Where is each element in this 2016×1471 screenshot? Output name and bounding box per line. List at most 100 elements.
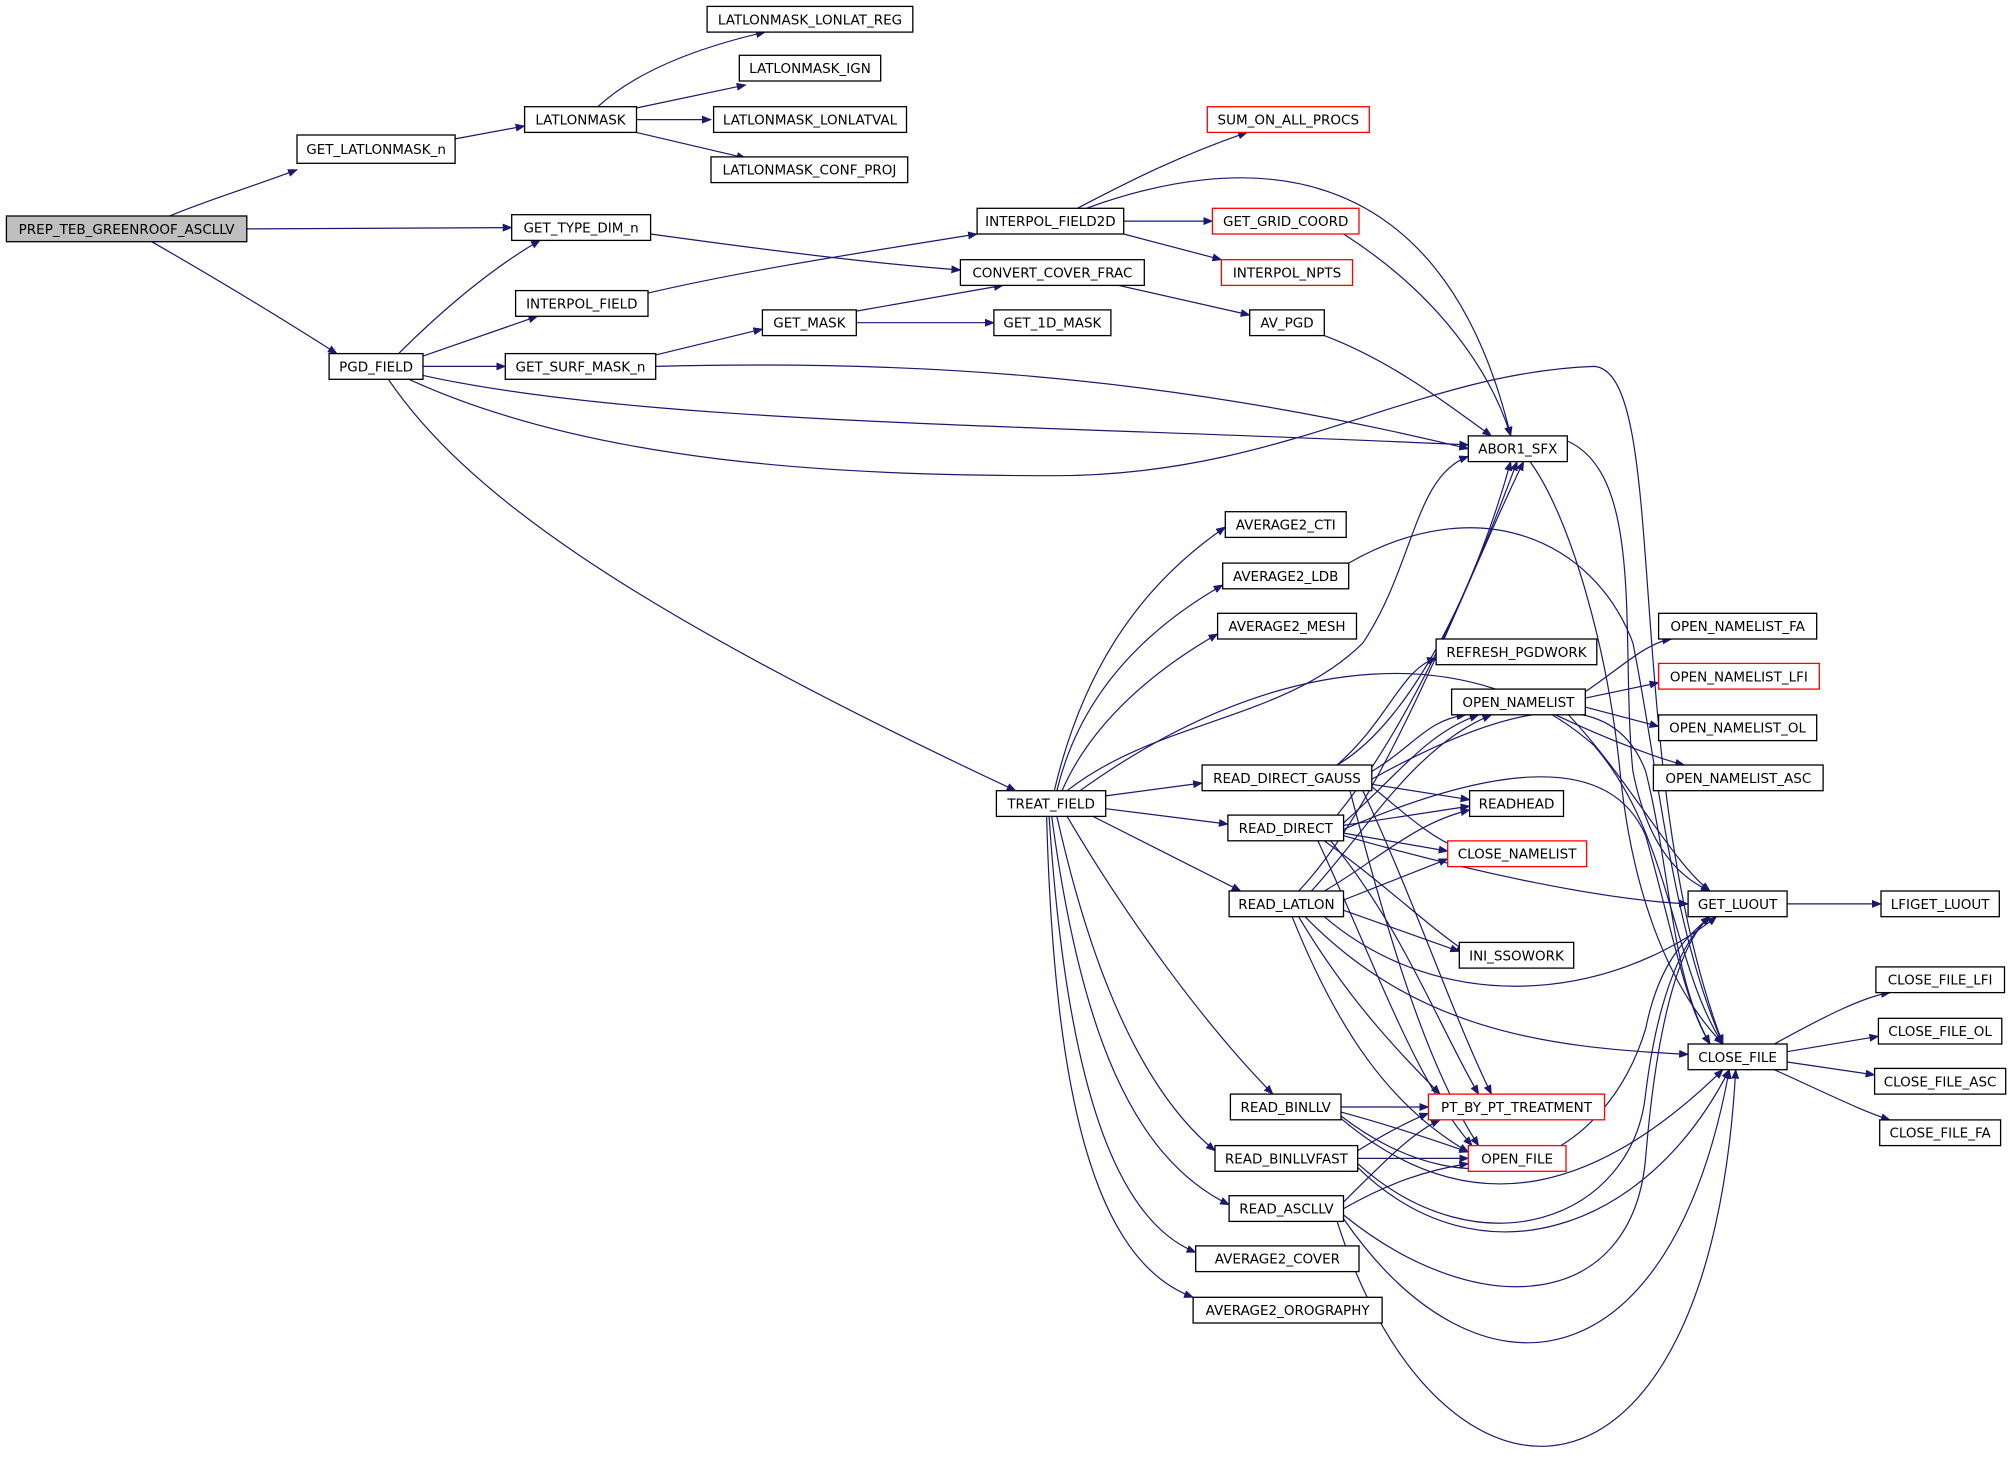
edge-rd-to-pbp (1330, 840, 1480, 1095)
node-label: GET_1D_MASK (1003, 316, 1102, 332)
node-prep-teb-greenroof-ascllv[interactable]: PREP_TEB_GREENROOF_ASCLLV (5, 215, 248, 243)
node-average2-cti[interactable]: AVERAGE2_CTI (1224, 511, 1347, 539)
node-abor1-sfx[interactable]: ABOR1_SFX (1467, 435, 1568, 463)
node-label: AVERAGE2_MESH (1228, 619, 1345, 635)
node-label: AVERAGE2_LDB (1233, 569, 1338, 585)
edge-rbin-to-of (1340, 1111, 1470, 1153)
edge-tf-to-rasc (1051, 816, 1230, 1206)
node-read-binllvfast[interactable]: READ_BINLLVFAST (1214, 1144, 1359, 1172)
edge-layer (151, 30, 1891, 1447)
edge-ipf2-to-abor (1086, 177, 1513, 437)
node-latlonmask-ign[interactable]: LATLONMASK_IGN (738, 54, 882, 82)
edge-tf-to-aoro (1046, 816, 1195, 1298)
node-open-file[interactable]: OPEN_FILE (1467, 1144, 1567, 1172)
node-box (1222, 562, 1350, 590)
edge-ipf2-to-soap (1077, 131, 1249, 209)
node-read-binllv[interactable]: READ_BINLLV (1229, 1093, 1342, 1121)
node-box (328, 352, 424, 380)
node-box (1214, 1144, 1359, 1172)
node-ini-ssowork[interactable]: INI_SSOWORK (1458, 941, 1575, 969)
node-readhead[interactable]: READHEAD (1468, 790, 1565, 818)
node-open-namelist-lfi[interactable]: OPEN_NAMELIST_LFI (1657, 662, 1820, 690)
node-box (1228, 1195, 1345, 1223)
edge-tf-to-rbinf (1056, 816, 1216, 1152)
node-label: LFIGET_LUOUT (1891, 897, 1990, 913)
edge-gsm-to-abor (655, 364, 1470, 451)
node-label: LATLONMASK_CONF_PROJ (722, 163, 896, 179)
node-average2-mesh[interactable]: AVERAGE2_MESH (1216, 612, 1358, 640)
node-close-file-fa[interactable]: CLOSE_FILE_FA (1879, 1119, 2002, 1147)
node-get-luout[interactable]: GET_LUOUT (1687, 890, 1788, 918)
edge-pgd-to-abor (422, 374, 1470, 449)
edge-pgd-to-tf (387, 378, 1017, 792)
node-refresh-pgdwork[interactable]: REFRESH_PGDWORK (1435, 638, 1598, 666)
node-open-namelist[interactable]: OPEN_NAMELIST (1450, 688, 1586, 716)
node-box (1873, 1067, 2007, 1095)
node-get-1d-mask[interactable]: GET_1D_MASK (993, 309, 1112, 337)
node-latlonmask-lonlatval[interactable]: LATLONMASK_LONLATVAL (712, 106, 908, 134)
edge-abor-to-cf (1529, 461, 1724, 1045)
node-box (712, 106, 908, 134)
node-av-pgd[interactable]: AV_PGD (1249, 309, 1325, 337)
node-read-ascllv[interactable]: READ_ASCLLV (1228, 1195, 1345, 1223)
node-latlonmask-conf-proj[interactable]: LATLONMASK_CONF_PROJ (710, 156, 909, 184)
node-box (296, 134, 456, 164)
node-label: REFRESH_PGDWORK (1446, 645, 1587, 661)
node-get-grid-coord[interactable]: GET_GRID_COORD (1211, 207, 1360, 235)
edge-tf-to-rbin (1066, 816, 1274, 1095)
node-box (504, 352, 657, 380)
edge-latmask-to-lconf (636, 131, 747, 160)
node-open-namelist-fa[interactable]: OPEN_NAMELIST_FA (1657, 612, 1818, 640)
edge-rll-to-abor (1298, 460, 1525, 892)
node-box (523, 106, 638, 134)
edge-ggc-to-abor (1343, 233, 1512, 437)
node-average2-orography[interactable]: AVERAGE2_OROGRAPHY (1192, 1296, 1383, 1324)
node-latlonmask-lonlat-reg[interactable]: LATLONMASK_LONLAT_REG (706, 5, 914, 33)
edge-root-to-gtd (246, 223, 513, 232)
node-pt-by-pt-treatment[interactable]: PT_BY_PT_TREATMENT (1427, 1093, 1606, 1121)
node-sum-on-all-procs[interactable]: SUM_ON_ALL_PROCS (1206, 106, 1370, 134)
node-interpol-npts[interactable]: INTERPOL_NPTS (1220, 259, 1354, 287)
node-close-file[interactable]: CLOSE_FILE (1687, 1043, 1788, 1071)
node-average2-ldb[interactable]: AVERAGE2_LDB (1222, 562, 1350, 590)
node-average2-cover[interactable]: AVERAGE2_COVER (1195, 1245, 1360, 1273)
node-box (1447, 840, 1588, 868)
node-lfiget-luout[interactable]: LFIGET_LUOUT (1880, 890, 2000, 918)
node-interpol-field[interactable]: INTERPOL_FIELD (514, 289, 649, 317)
node-close-namelist[interactable]: CLOSE_NAMELIST (1447, 840, 1588, 868)
node-pgd-field[interactable]: PGD_FIELD (328, 352, 424, 380)
edge-rll-to-rh (1324, 808, 1471, 892)
edge-rdg-to-rh (1371, 783, 1471, 803)
node-read-direct[interactable]: READ_DIRECT (1227, 814, 1345, 842)
edge-rd-to-cf (1343, 776, 1711, 1045)
node-get-latlonmask-n[interactable]: GET_LATLONMASK_n (296, 134, 456, 164)
node-label: LATLONMASK_LONLATVAL (723, 113, 898, 129)
node-label: OPEN_NAMELIST_ASC (1665, 771, 1811, 787)
node-interpol-field2d[interactable]: INTERPOL_FIELD2D (976, 207, 1125, 235)
node-open-namelist-asc[interactable]: OPEN_NAMELIST_ASC (1652, 764, 1824, 792)
node-get-mask[interactable]: GET_MASK (761, 309, 857, 337)
node-label: OPEN_FILE (1481, 1151, 1553, 1167)
node-close-file-asc[interactable]: CLOSE_FILE_ASC (1873, 1067, 2007, 1095)
node-read-latlon[interactable]: READ_LATLON (1228, 890, 1345, 918)
edge-tf-to-aldb (1056, 584, 1224, 791)
node-get-type-dim-n[interactable]: GET_TYPE_DIM_n (511, 214, 652, 242)
node-read-direct-gauss[interactable]: READ_DIRECT_GAUSS (1201, 764, 1373, 792)
node-box (1427, 1093, 1606, 1121)
node-close-file-ol[interactable]: CLOSE_FILE_OL (1877, 1017, 2003, 1045)
node-box (1195, 1245, 1360, 1273)
node-get-surf-mask-n[interactable]: GET_SURF_MASK_n (504, 352, 657, 380)
node-convert-cover-frac[interactable]: CONVERT_COVER_FRAC (959, 259, 1145, 287)
edge-rbin-to-cf (1340, 1069, 1724, 1185)
node-latlonmask[interactable]: LATLONMASK (523, 106, 638, 134)
edge-cf-to-cffa (1774, 1069, 1891, 1122)
edge-tf-to-acov (1048, 816, 1197, 1253)
node-label: INTERPOL_FIELD2D (985, 214, 1115, 230)
edge-rbinf-to-pbp (1357, 1112, 1430, 1152)
node-open-namelist-ol[interactable]: OPEN_NAMELIST_OL (1657, 714, 1818, 742)
node-label: GET_TYPE_DIM_n (523, 221, 638, 237)
node-close-file-lfi[interactable]: CLOSE_FILE_LFI (1875, 966, 2006, 994)
edge-rll-to-cf (1304, 916, 1690, 1058)
node-treat-field[interactable]: TREAT_FIELD (995, 790, 1107, 818)
